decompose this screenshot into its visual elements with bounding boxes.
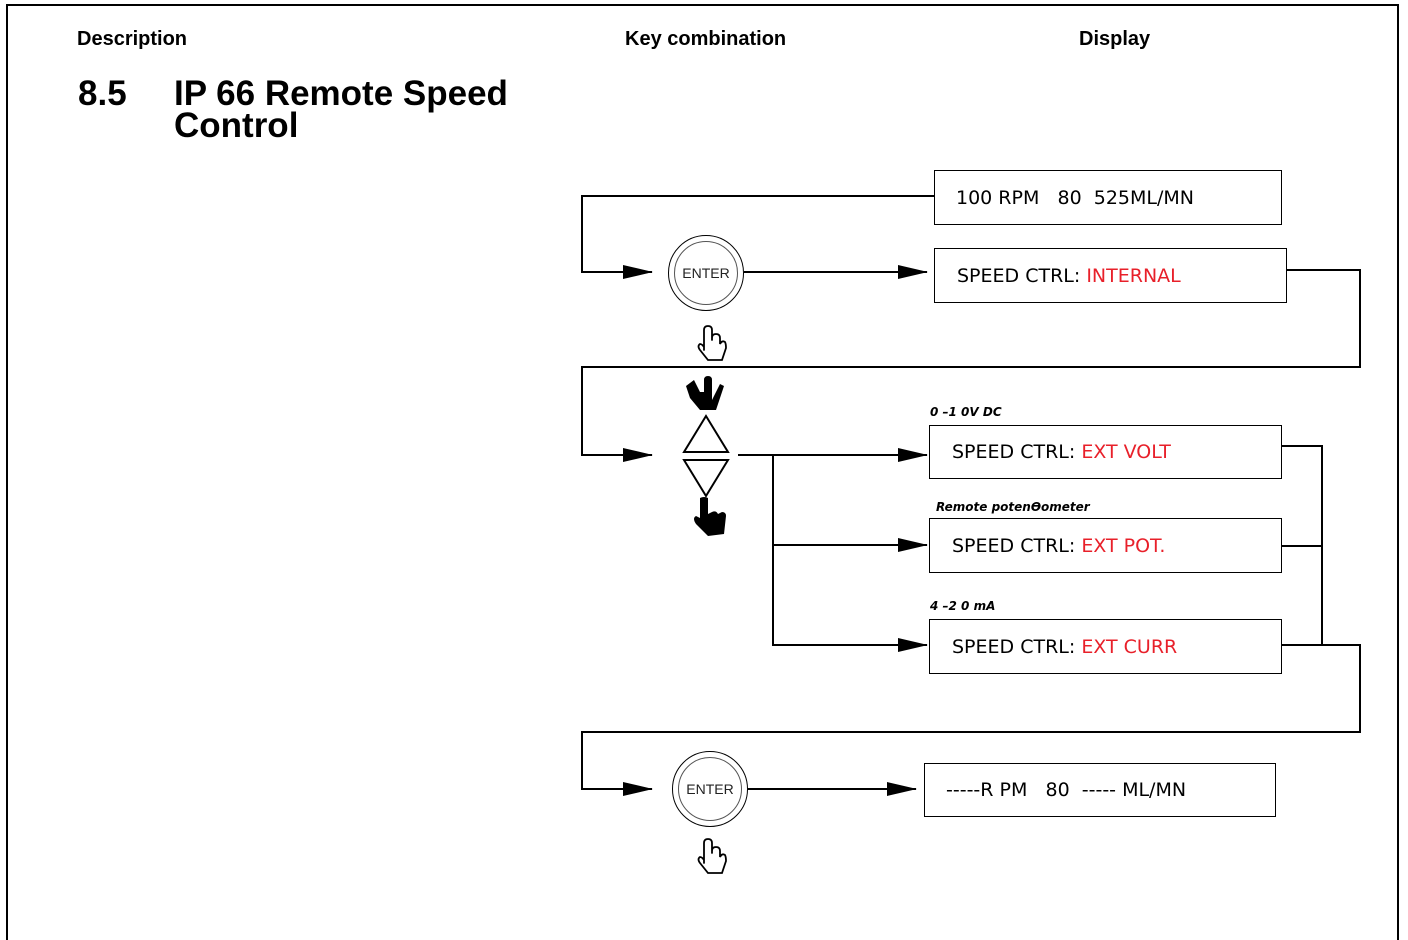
option-label-curr: 4 –2 0 mA (930, 599, 996, 613)
hand-press-down-icon (694, 497, 726, 536)
collector-right (1281, 445, 1323, 645)
display-internal: SPEED CTRL: INTERNAL (934, 248, 1287, 303)
key-combination-header: Key combination (625, 28, 787, 50)
connector-options-to-enter (581, 644, 1361, 796)
ext-pot-value: EXT POT. (1081, 534, 1166, 557)
connector-internal-to-updown (581, 269, 1361, 462)
display-final: -----R PM 80 ----- ML/MN (924, 763, 1276, 817)
down-arrow-icon (682, 459, 730, 498)
connector-to-ext-pot (772, 455, 928, 552)
display-ext-volt: SPEED CTRL: EXT VOLT (929, 425, 1282, 479)
enter-key-2[interactable]: ENTER (672, 751, 748, 827)
description-header: Description (77, 28, 188, 50)
option-label-pot: Remote potenƟometer (936, 500, 1090, 514)
connector-to-ext-curr (772, 545, 928, 652)
display-final-text: -----R PM 80 ----- ML/MN (946, 779, 1187, 801)
enter-key-label: ENTER (674, 241, 738, 305)
internal-value: INTERNAL (1086, 264, 1181, 287)
option-label-volt: 0 –1 0V DC (930, 405, 1002, 419)
speed-ctrl-label: SPEED CTRL: (952, 534, 1082, 557)
display-header: Display (1079, 28, 1151, 50)
up-arrow-icon (682, 414, 730, 453)
connector-initial-to-enter (581, 195, 935, 279)
enter-key-label-2: ENTER (678, 757, 742, 821)
up-down-key[interactable] (682, 414, 730, 498)
display-ext-pot: SPEED CTRL: EXT POT. (929, 518, 1282, 573)
enter-key-1[interactable]: ENTER (668, 235, 744, 311)
hand-pointer-icon (697, 325, 727, 361)
section-number: 8.5 (78, 74, 127, 113)
hand-pointer-icon-2 (697, 838, 727, 874)
page-frame (6, 4, 1399, 940)
speed-ctrl-label: SPEED CTRL: (957, 264, 1087, 287)
display-initial-text: 100 RPM 80 525ML/MN (956, 186, 1194, 209)
ext-curr-value: EXT CURR (1081, 635, 1178, 658)
speed-ctrl-label: SPEED CTRL: (952, 635, 1082, 658)
display-ext-curr: SPEED CTRL: EXT CURR (929, 619, 1282, 674)
section-title: IP 66 Remote Speed Control (174, 74, 508, 145)
display-initial: 100 RPM 80 525ML/MN (934, 170, 1282, 225)
hand-press-up-icon (686, 376, 724, 410)
speed-ctrl-label: SPEED CTRL: (952, 441, 1082, 463)
ext-volt-value: EXT VOLT (1081, 441, 1171, 463)
